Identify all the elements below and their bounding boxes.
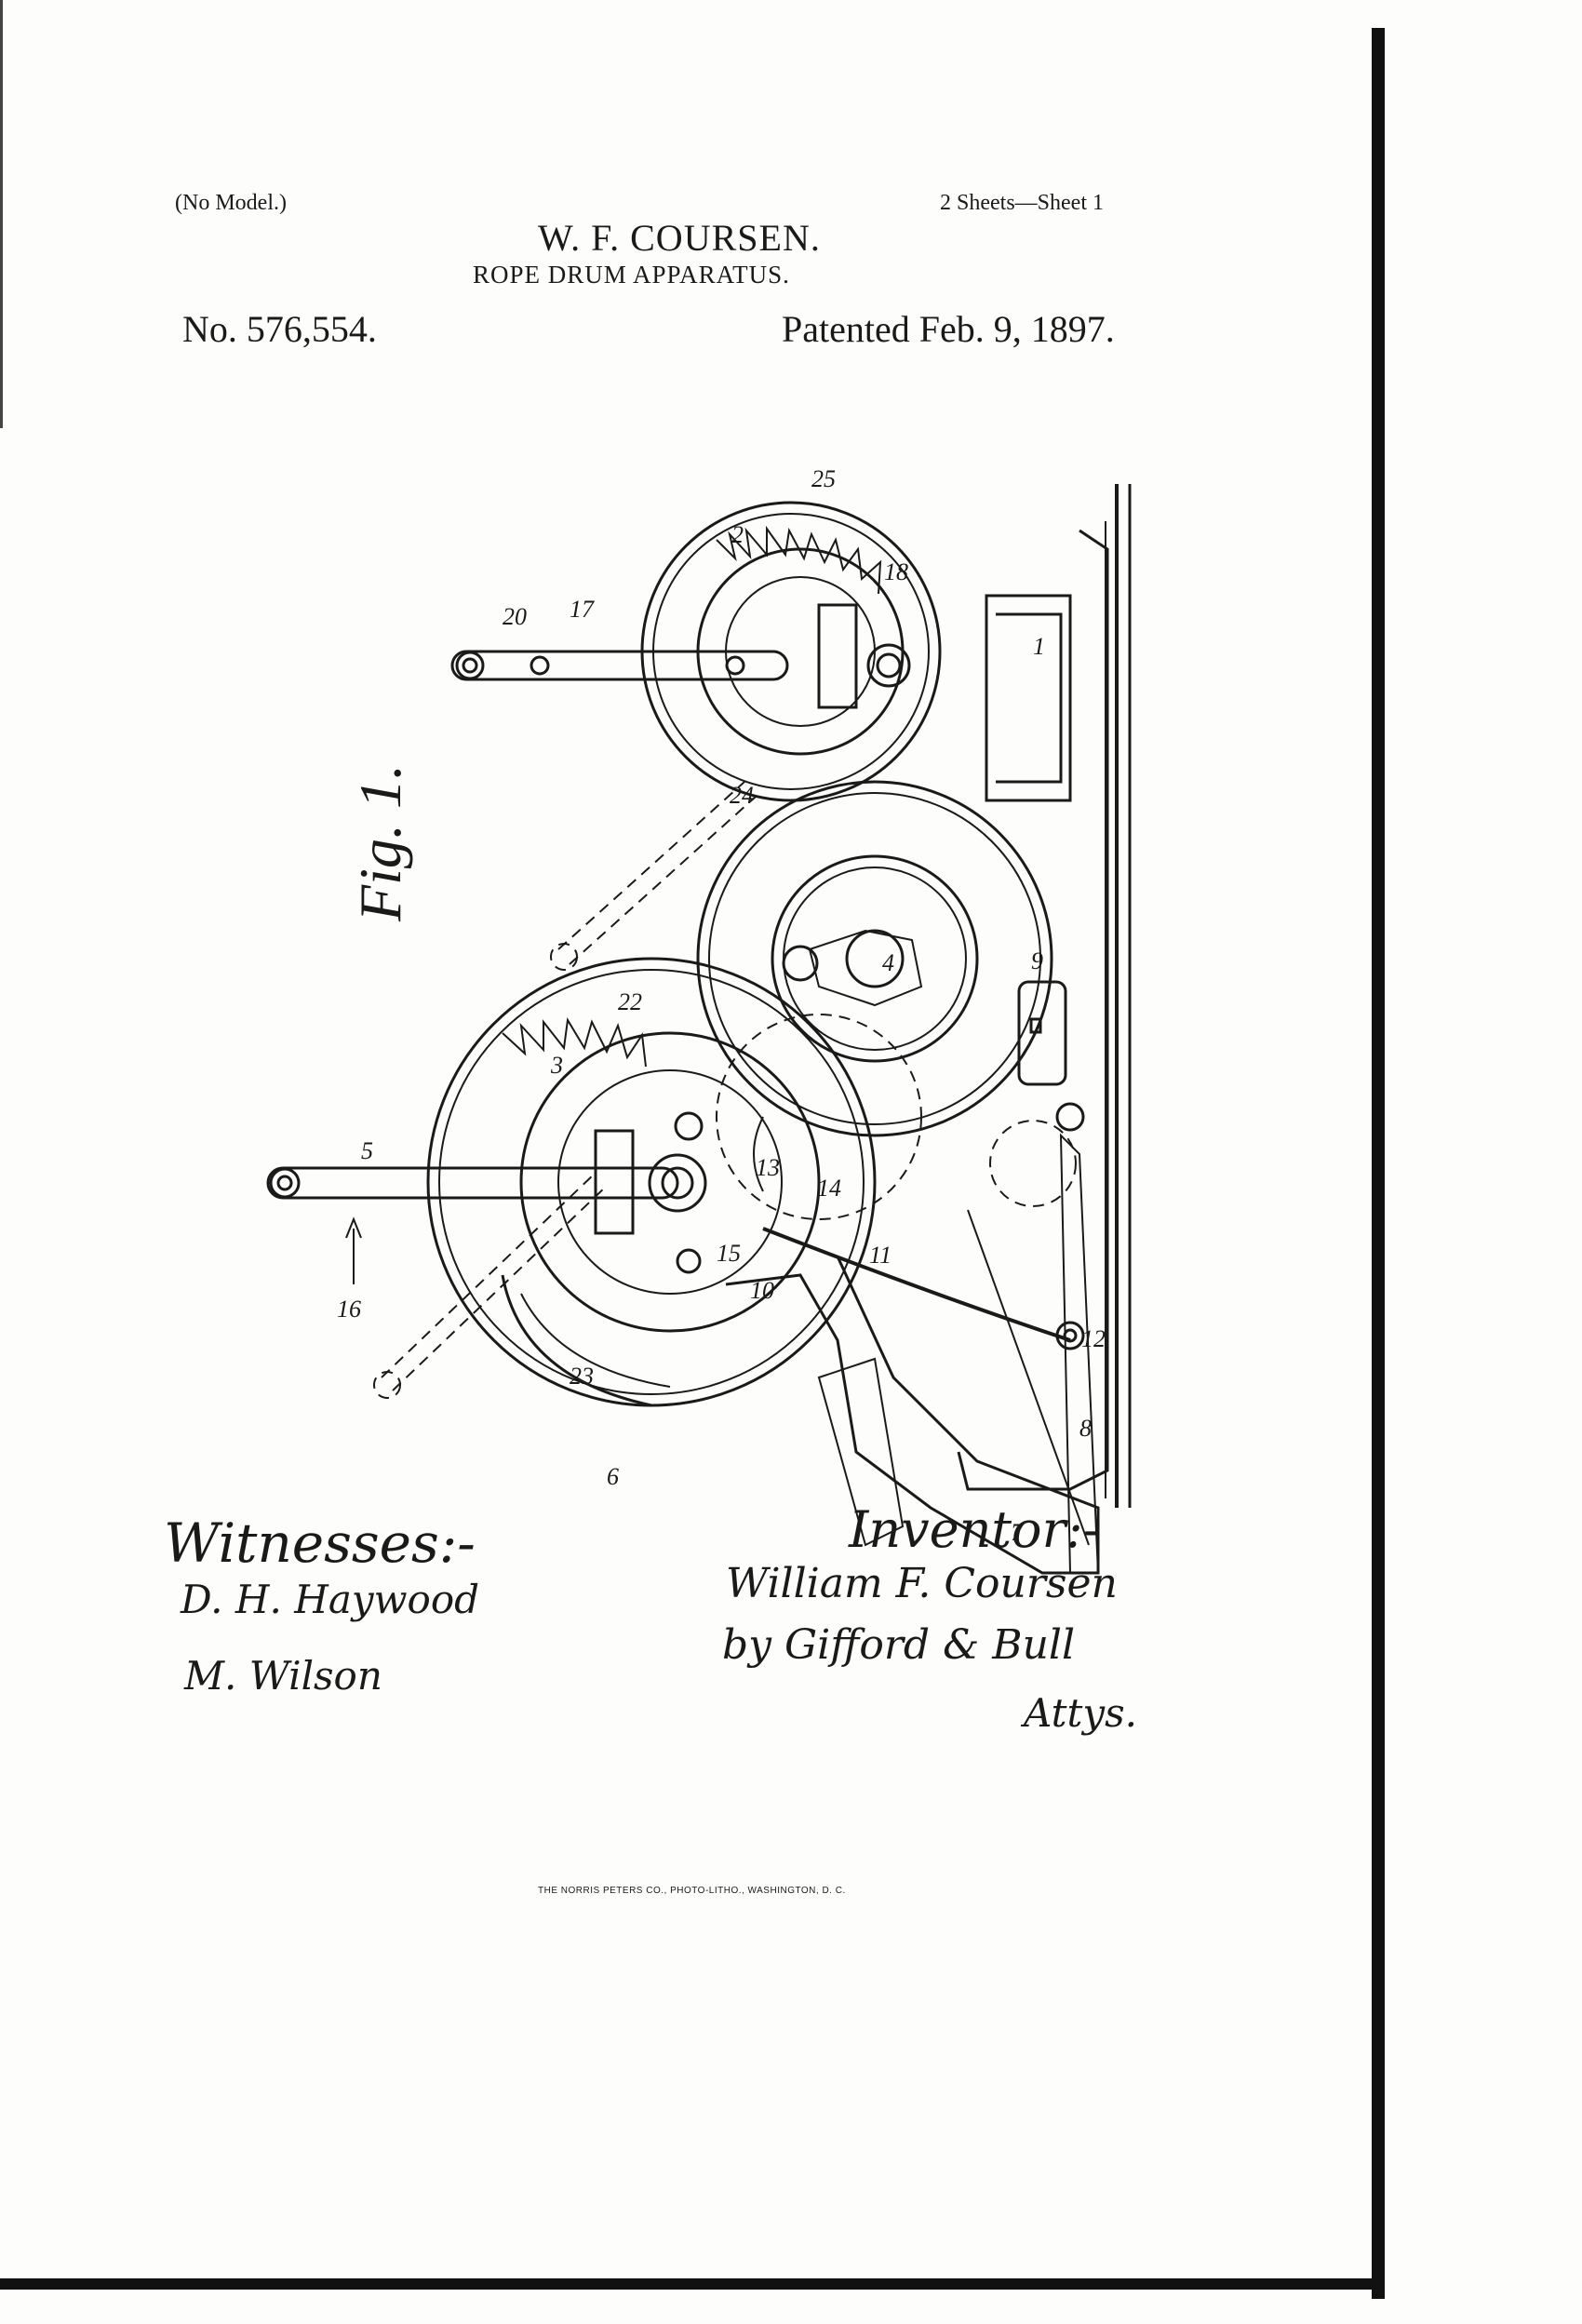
attorneys-signature: by Gifford & Bull xyxy=(722,1621,1076,1669)
part-label-25: 25 xyxy=(811,465,836,492)
attorneys-suffix: Attys. xyxy=(1024,1690,1137,1736)
model-note: (No Model.) xyxy=(175,191,287,215)
part-label-15: 15 xyxy=(717,1240,741,1267)
printer-imprint: THE NORRIS PETERS CO., PHOTO-LITHO., WAS… xyxy=(538,1886,846,1896)
part-label-2: 2 xyxy=(731,521,744,548)
inventor-signature: William F. Coursen xyxy=(726,1560,1118,1607)
part-label-12: 12 xyxy=(1081,1325,1106,1352)
part-label-13: 13 xyxy=(756,1154,780,1181)
inventor-name: W. F. COURSEN. xyxy=(538,217,821,259)
witness-signature-2: M. Wilson xyxy=(184,1653,382,1699)
part-label-23: 23 xyxy=(570,1363,594,1390)
part-label-20: 20 xyxy=(503,603,527,630)
part-label-1: 1 xyxy=(1033,633,1045,660)
inventor-label: Inventor:- xyxy=(849,1500,1100,1559)
part-label-4: 4 xyxy=(882,949,894,976)
right-frame-border xyxy=(1372,28,1385,2299)
part-label-17: 17 xyxy=(570,596,594,623)
left-edge-line xyxy=(0,0,3,428)
part-label-9: 9 xyxy=(1031,947,1043,974)
part-label-5: 5 xyxy=(361,1137,373,1164)
part-label-3: 3 xyxy=(551,1052,563,1079)
patented-date: Patented Feb. 9, 1897. xyxy=(782,308,1115,350)
part-label-6: 6 xyxy=(607,1463,619,1490)
patent-title: ROPE DRUM APPARATUS. xyxy=(473,261,790,289)
part-label-14: 14 xyxy=(817,1175,841,1202)
bottom-frame-border xyxy=(0,2278,1385,2290)
part-label-11: 11 xyxy=(869,1242,892,1269)
part-label-8: 8 xyxy=(1079,1415,1092,1442)
witnesses-label: Witnesses:- xyxy=(164,1511,476,1575)
part-label-18: 18 xyxy=(884,558,908,585)
part-label-16: 16 xyxy=(337,1296,361,1323)
witness-signature-1: D. H. Haywood xyxy=(181,1577,480,1622)
part-label-22: 22 xyxy=(618,988,642,1015)
part-label-7: 7 xyxy=(1011,1519,1023,1546)
patent-number: No. 576,554. xyxy=(182,308,377,350)
sheet-count: 2 Sheets—Sheet 1 xyxy=(940,191,1104,215)
part-label-24: 24 xyxy=(730,782,754,809)
part-label-10: 10 xyxy=(750,1277,774,1304)
figure-label: Fig. 1. xyxy=(347,764,413,921)
